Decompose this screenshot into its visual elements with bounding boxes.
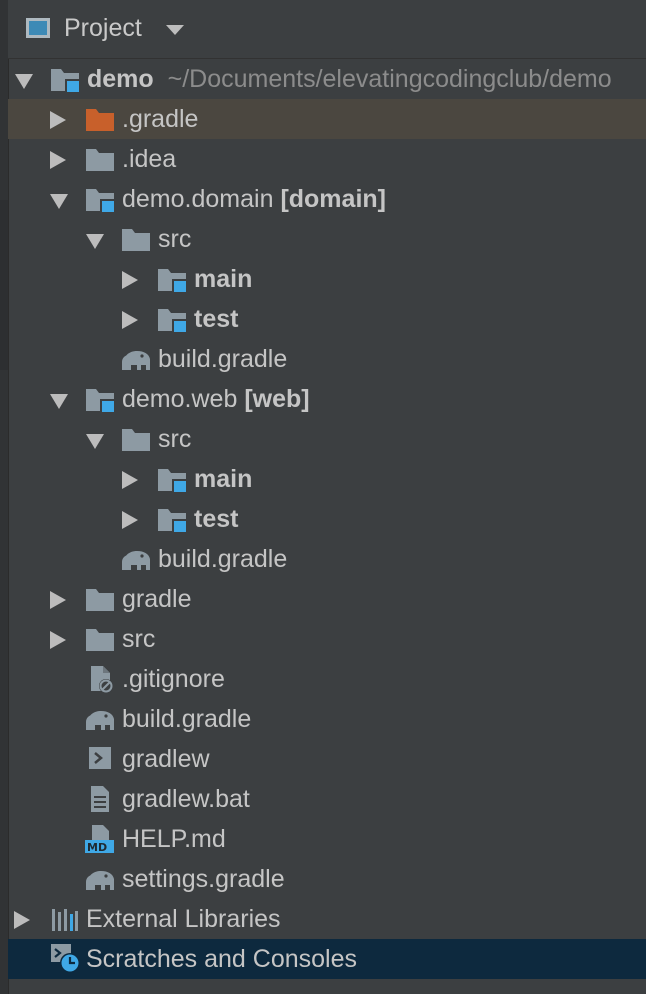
collapse-arrow-icon[interactable] [122,471,138,489]
tree-item-label: build.gradle [158,345,288,373]
tree-item-web-main[interactable]: main [8,459,646,499]
tree-item-gradlew[interactable]: gradlew [8,739,646,779]
gitignore-file-icon [85,664,115,694]
tree-item-label: demo.domain [domain] [122,185,386,213]
tree-item-domain-build-gradle[interactable]: build.gradle [8,339,646,379]
collapse-arrow-icon[interactable] [50,111,66,129]
module-folder-icon [157,266,187,292]
project-panel-header: Project [8,0,646,59]
module-folder-icon [50,66,80,92]
tree-item-web-src[interactable]: src [8,419,646,459]
gradle-elephant-icon [84,706,116,732]
tree-item-label: .gitignore [122,665,225,693]
collapse-arrow-icon[interactable] [50,631,66,649]
shell-script-icon [85,744,115,774]
folder-icon [85,586,115,612]
collapse-arrow-icon[interactable] [50,151,66,169]
expand-arrow-icon[interactable] [50,194,68,209]
tree-item-idea-dir[interactable]: .idea [8,139,646,179]
module-folder-icon [85,386,115,412]
gradle-elephant-icon [120,546,152,572]
tree-item-label: build.gradle [158,545,288,573]
libraries-icon [49,906,79,932]
gradle-elephant-icon [120,346,152,372]
tree-item-label: demo ~/Documents/elevatingcodingclub/dem… [87,65,612,93]
tree-item-external-libraries[interactable]: External Libraries [8,899,646,939]
tree-item-gradle-dir[interactable]: .gradle [8,99,646,139]
tree-item-label: src [158,225,192,253]
tree-item-label: test [194,305,239,333]
folder-icon [85,146,115,172]
module-folder-icon [157,466,187,492]
markdown-file-icon [84,824,116,854]
tree-item-demo-web[interactable]: demo.web [web] [8,379,646,419]
collapse-arrow-icon[interactable] [122,271,138,289]
tree-item-label: src [158,425,192,453]
tree-item-label: src [122,625,156,653]
scratches-clock-icon [49,942,81,974]
folder-icon [85,626,115,652]
text-file-icon [85,784,115,814]
expand-arrow-icon[interactable] [86,434,104,449]
tree-item-src-folder[interactable]: src [8,619,646,659]
tree-item-label: main [194,465,253,493]
tree-item-label: gradlew [122,745,210,773]
expand-arrow-icon[interactable] [50,394,68,409]
panel-title: Project [64,14,142,42]
folder-icon [121,426,151,452]
tree-item-label: main [194,265,253,293]
folder-icon [121,226,151,252]
module-folder-icon [85,186,115,212]
collapse-arrow-icon[interactable] [14,911,30,929]
gradle-elephant-icon [84,866,116,892]
tree-item-demo-domain[interactable]: demo.domain [domain] [8,179,646,219]
tree-item-domain-main[interactable]: main [8,259,646,299]
tree-item-label: gradle [122,585,192,613]
tool-strip-highlight [0,200,8,370]
tree-item-build-gradle[interactable]: build.gradle [8,699,646,739]
tree-item-label: Scratches and Consoles [86,945,357,973]
expand-arrow-icon[interactable] [15,74,33,89]
project-tree: demo ~/Documents/elevatingcodingclub/dem… [8,59,646,979]
tree-item-label: test [194,505,239,533]
tree-item-label: .idea [122,145,177,173]
tree-item-label: gradlew.bat [122,785,250,813]
tree-item-scratches-and-consoles[interactable]: Scratches and Consoles [8,939,646,979]
excluded-folder-icon [85,106,115,132]
tree-item-domain-src[interactable]: src [8,219,646,259]
tree-item-help-md[interactable]: HELP.md [8,819,646,859]
tree-item-web-build-gradle[interactable]: build.gradle [8,539,646,579]
collapse-arrow-icon[interactable] [122,311,138,329]
tree-item-web-test[interactable]: test [8,499,646,539]
collapse-arrow-icon[interactable] [122,511,138,529]
tree-item-gradle-folder[interactable]: gradle [8,579,646,619]
tree-item-label: demo.web [web] [122,385,310,413]
expand-arrow-icon[interactable] [86,234,104,249]
module-folder-icon [157,506,187,532]
tree-item-label: External Libraries [86,905,281,933]
tree-item-gitignore[interactable]: .gitignore [8,659,646,699]
tree-item-demo-root[interactable]: demo ~/Documents/elevatingcodingclub/dem… [8,59,646,99]
project-window-icon [26,18,50,38]
tree-item-gradlew-bat[interactable]: gradlew.bat [8,779,646,819]
tree-item-label: settings.gradle [122,865,285,893]
tree-item-settings-gradle[interactable]: settings.gradle [8,859,646,899]
tree-item-label: .gradle [122,105,199,133]
tree-item-label: HELP.md [122,825,226,853]
module-folder-icon [157,306,187,332]
collapse-arrow-icon[interactable] [50,591,66,609]
left-tool-strip [0,0,9,994]
tree-item-label: build.gradle [122,705,252,733]
tree-item-domain-test[interactable]: test [8,299,646,339]
view-selector-chevron-down-icon[interactable] [166,25,184,35]
